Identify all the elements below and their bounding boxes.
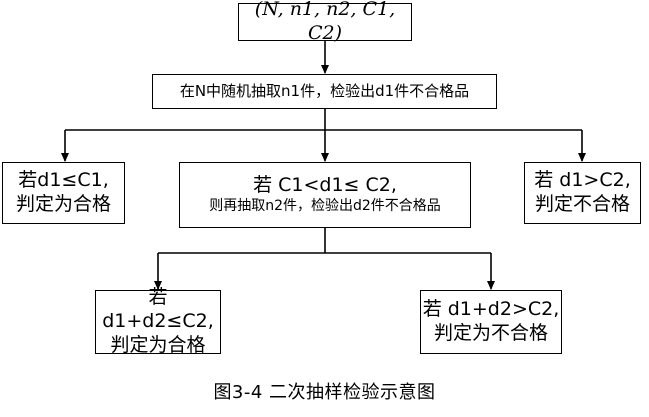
accept-second-result: 判定为合格 <box>110 333 206 356</box>
first-sampling-text: 在N中随机抽取n1件，检验出d1件不合格品 <box>179 82 470 101</box>
reject-first-condition: 若 d1>C2, <box>534 169 631 192</box>
accept-first-condition: 若d1≤C1, <box>18 169 109 192</box>
first-sampling-box: 在N中随机抽取n1件，检验出d1件不合格品 <box>152 74 497 109</box>
second-sampling-box: 若 C1<d1≤ C2, 则再抽取n2件，检验出d2件不合格品 <box>179 162 471 228</box>
reject-first-result: 判定不合格 <box>534 193 630 215</box>
reject-second-box: 若 d1+d2>C2, 判定为不合格 <box>420 290 562 354</box>
reject-second-result: 判定为不合格 <box>433 322 548 344</box>
reject-second-condition: 若 d1+d2>C2, <box>422 298 560 321</box>
accept-second-box: 若d1+d2≤C2, 判定为合格 <box>95 286 221 356</box>
accept-second-condition: 若d1+d2≤C2, <box>102 286 214 333</box>
accept-first-result: 判定为合格 <box>15 193 111 215</box>
parameters-text: (N, n1, n2, C1, C2) <box>254 0 396 44</box>
figure-caption: 图3-4 二次抽样检验示意图 <box>213 382 436 403</box>
accept-first-box: 若d1≤C1, 判定为合格 <box>2 162 125 224</box>
reject-first-box: 若 d1>C2, 判定不合格 <box>524 162 641 224</box>
second-sampling-instruction: 则再抽取n2件，检验出d2件不合格品 <box>209 198 441 215</box>
second-sampling-condition: 若 C1<d1≤ C2, <box>253 174 397 197</box>
parameters-box: (N, n1, n2, C1, C2) <box>238 0 412 44</box>
